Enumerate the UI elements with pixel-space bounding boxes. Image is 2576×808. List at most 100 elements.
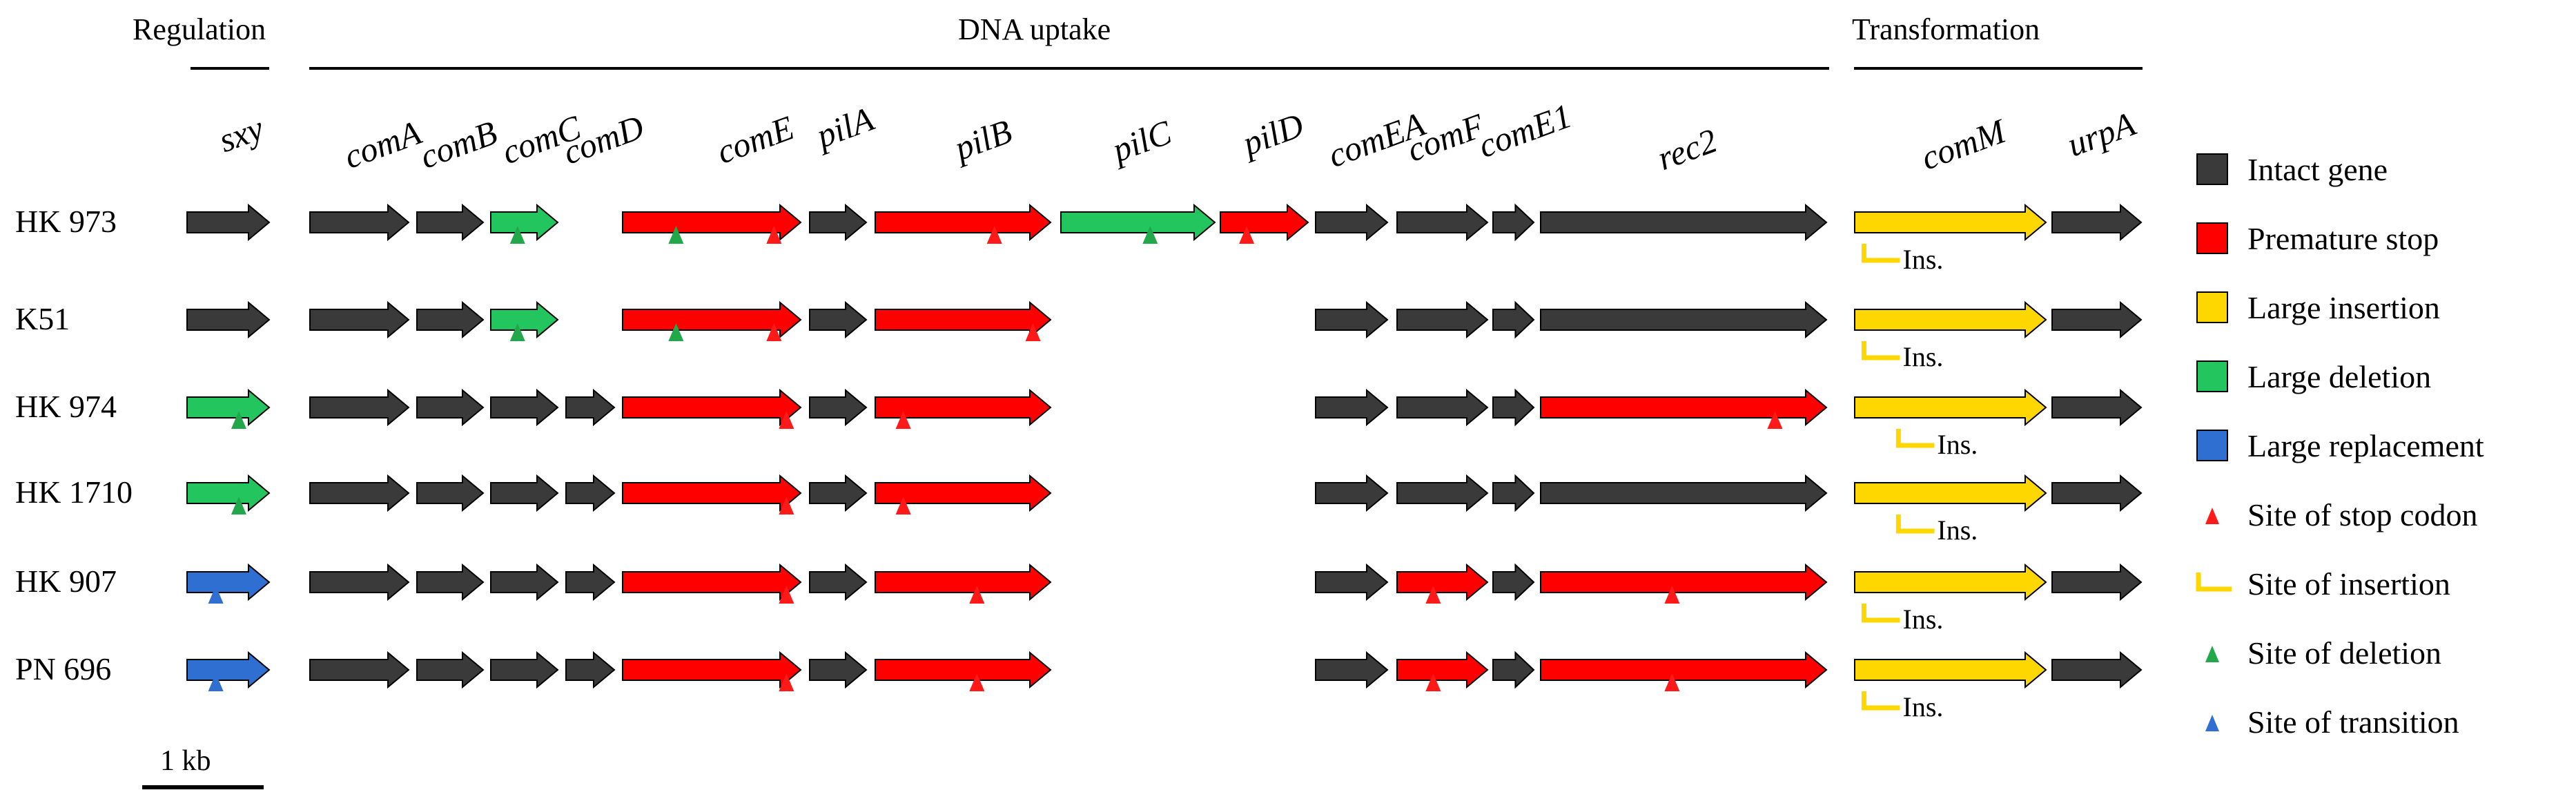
gene-arrow-comEA xyxy=(1315,203,1389,242)
legend-item: Large deletion xyxy=(2196,359,2431,394)
gene-arrow-comB xyxy=(416,203,485,242)
gene-arrow-comC xyxy=(490,300,559,339)
insertion-site-marker xyxy=(1895,429,1935,448)
gene-arrow-rec2 xyxy=(1540,474,1828,512)
legend-label: Premature stop xyxy=(2247,221,2439,256)
legend-item: Site of stop codon xyxy=(2205,497,2477,532)
site-of-stop-marker xyxy=(779,586,794,604)
gene-arrow-comA xyxy=(309,388,410,427)
insertion-label: Ins. xyxy=(1903,604,1944,635)
gene-arrow-pilA xyxy=(809,563,868,602)
strain-row: Ins. xyxy=(186,563,2143,635)
gene-arrow-comE xyxy=(622,388,802,427)
site-of-stop-marker xyxy=(1664,586,1680,604)
site-of-deletion-marker xyxy=(509,226,525,244)
site-of-stop-marker xyxy=(779,497,794,514)
legend-label: Large deletion xyxy=(2247,359,2431,394)
site-of-stop-marker xyxy=(766,323,782,341)
gene-arrow-comC xyxy=(490,563,559,602)
site-of-deletion-marker xyxy=(509,323,525,341)
strain-label: HK 973 xyxy=(15,204,117,239)
gene-arrow-comE1 xyxy=(1492,651,1535,689)
site-of-stop-marker xyxy=(1239,226,1255,244)
gene-label-sxy: sxy xyxy=(214,108,269,160)
gene-arrow-pilC xyxy=(1060,203,1216,242)
strain-row: Ins. xyxy=(186,651,2143,722)
gene-arrows: Ins.Ins.Ins.Ins.Ins.Ins. xyxy=(186,203,2143,722)
site-of-stop-marker xyxy=(895,497,911,514)
insertion-site-marker xyxy=(1862,604,1900,623)
gene-arrow-comM xyxy=(1854,563,2047,602)
gene-arrow-comF xyxy=(1396,563,1489,602)
section-dna-uptake-label: DNA uptake xyxy=(958,12,1111,46)
gene-arrow-sxy xyxy=(186,651,271,689)
gene-arrow-comE xyxy=(622,563,802,602)
gene-arrow-pilB xyxy=(875,300,1052,339)
legend-label: Site of insertion xyxy=(2247,566,2450,602)
gene-arrow-urpA xyxy=(2051,474,2143,512)
legend-triangle-icon xyxy=(2205,715,2219,731)
site-of-transition-marker xyxy=(208,673,224,691)
legend-item: Site of deletion xyxy=(2205,635,2441,671)
gene-arrow-comF xyxy=(1396,474,1489,512)
legend-item: Premature stop xyxy=(2196,221,2439,256)
gene-arrow-comD xyxy=(565,651,616,689)
strain-row: Ins. xyxy=(186,474,2143,546)
legend-item: Intact gene xyxy=(2196,152,2388,187)
site-of-stop-marker xyxy=(969,586,985,604)
site-of-stop-marker xyxy=(969,673,985,691)
gene-label-comE1: comE1 xyxy=(1473,96,1577,165)
gene-arrow-comB xyxy=(416,474,485,512)
insertion-label: Ins. xyxy=(1903,244,1944,275)
gene-arrow-comA xyxy=(309,203,410,242)
legend-item: Site of transition xyxy=(2205,704,2459,740)
gene-arrow-comE xyxy=(622,651,802,689)
gene-arrow-comEA xyxy=(1315,651,1389,689)
gene-arrow-pilB xyxy=(875,563,1052,602)
gene-arrow-comD xyxy=(565,563,616,602)
gene-arrow-sxy xyxy=(186,388,271,427)
site-of-stop-marker xyxy=(779,673,794,691)
gene-arrow-urpA xyxy=(2051,563,2143,602)
gene-arrow-comD xyxy=(565,474,616,512)
legend-label: Site of stop codon xyxy=(2247,497,2477,532)
gene-label-pilB: pilB xyxy=(948,111,1017,168)
gene-arrow-comM xyxy=(1854,300,2047,339)
legend-label: Large replacement xyxy=(2247,428,2484,463)
gene-arrow-pilD xyxy=(1220,203,1309,242)
gene-arrow-comE xyxy=(622,300,802,339)
legend-swatch xyxy=(2196,360,2228,392)
gene-arrow-rec2 xyxy=(1540,388,1828,427)
gene-label-rec2: rec2 xyxy=(1652,121,1722,177)
gene-label-comA: comA xyxy=(339,113,427,176)
strain-label: PN 696 xyxy=(15,651,111,686)
site-of-stop-marker xyxy=(779,411,794,429)
site-of-stop-marker xyxy=(766,226,782,244)
gene-arrow-comM xyxy=(1854,651,2047,689)
gene-arrow-comD xyxy=(565,388,616,427)
site-of-stop-marker xyxy=(986,226,1002,244)
legend-item: Large replacement xyxy=(2196,428,2484,463)
gene-arrow-comEA xyxy=(1315,300,1389,339)
gene-arrow-comF xyxy=(1396,388,1489,427)
gene-arrow-urpA xyxy=(2051,300,2143,339)
gene-label-comM: comM xyxy=(1916,111,2012,177)
gene-arrow-comA xyxy=(309,300,410,339)
gene-label-urpA: urpA xyxy=(2062,104,2141,164)
gene-arrow-comB xyxy=(416,300,485,339)
gene-arrow-pilA xyxy=(809,203,868,242)
gene-arrow-comF xyxy=(1396,203,1489,242)
gene-arrow-pilA xyxy=(809,388,868,427)
gene-arrow-comE xyxy=(622,203,802,242)
insertion-site-marker xyxy=(1862,244,1900,263)
site-of-stop-marker xyxy=(895,411,911,429)
gene-arrow-rec2 xyxy=(1540,300,1828,339)
gene-arrow-pilB xyxy=(875,651,1052,689)
site-of-deletion-marker xyxy=(231,411,246,429)
gene-arrow-pilB xyxy=(875,203,1052,242)
gene-arrow-comC xyxy=(490,388,559,427)
gene-arrow-comB xyxy=(416,651,485,689)
